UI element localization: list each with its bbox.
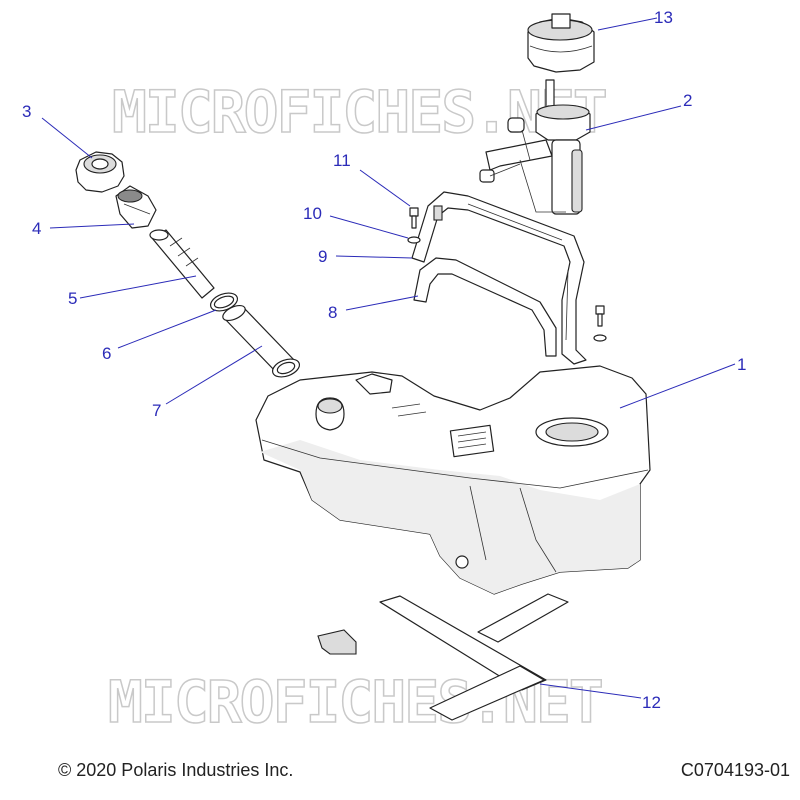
callout-1: 1 bbox=[737, 355, 746, 374]
part-5-filler-tube bbox=[149, 229, 215, 299]
watermark-top: MICROFICHES.NET bbox=[112, 78, 606, 146]
part-11-bolt bbox=[409, 207, 605, 327]
leader-lines bbox=[41, 17, 736, 699]
callout-12: 12 bbox=[642, 693, 661, 712]
part-8-strap bbox=[413, 257, 557, 357]
callout-9: 9 bbox=[318, 247, 327, 266]
callout-11: 11 bbox=[333, 151, 351, 170]
part-1-fuel-tank bbox=[255, 365, 651, 595]
copyright-notice: © 2020 Polaris Industries Inc. bbox=[58, 760, 294, 780]
callout-8: 8 bbox=[328, 303, 337, 322]
callout-10: 10 bbox=[303, 204, 322, 223]
callout-7: 7 bbox=[152, 401, 161, 420]
diagram-code: C0704193-01 bbox=[680, 760, 790, 780]
part-7-hose bbox=[222, 304, 301, 378]
part-3-fuel-cap bbox=[75, 151, 125, 193]
part-6-hose-clamp bbox=[209, 292, 239, 312]
callouts: 1 2 3 4 5 6 7 8 9 10 11 12 13 bbox=[22, 8, 746, 712]
part-2-fuel-pump bbox=[479, 79, 591, 215]
part-9-strap bbox=[411, 191, 587, 365]
callout-3: 3 bbox=[22, 102, 31, 121]
callout-2: 2 bbox=[683, 91, 692, 110]
part-4-filler-neck bbox=[115, 185, 157, 229]
callout-13: 13 bbox=[654, 8, 673, 27]
callout-5: 5 bbox=[68, 289, 77, 308]
callout-4: 4 bbox=[32, 219, 41, 238]
part-13-lock-ring bbox=[527, 13, 595, 73]
part-10-washer bbox=[407, 236, 607, 342]
part-12-pads bbox=[317, 593, 569, 721]
callout-6: 6 bbox=[102, 344, 111, 363]
